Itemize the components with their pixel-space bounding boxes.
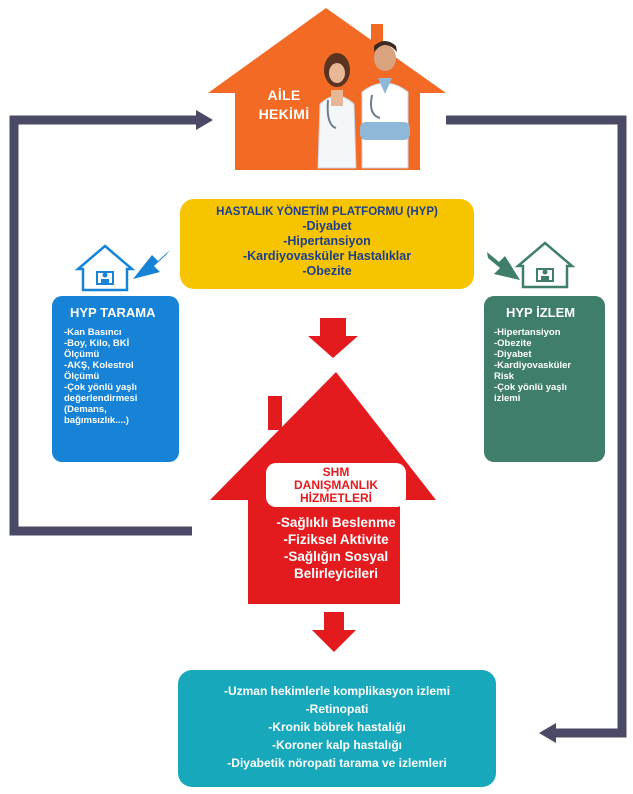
hyp-platform-item: -Obezite (302, 264, 352, 278)
hyp-platform-item: -Diyabet (302, 219, 352, 233)
home-user-icon (74, 244, 136, 292)
shm-label: SHM DANIŞMANLIK HİZMETLERİ (266, 463, 406, 507)
complications-item: -Retinopati (305, 702, 369, 716)
complications-item: -Uzman hekimlerle komplikasyon izlemi (223, 684, 451, 698)
blue-diagonal-arrow-icon (133, 250, 170, 279)
red-down-arrow-icon (312, 612, 356, 652)
shm-item: -Sağlığın Sosyal (283, 549, 389, 564)
complications-box: -Uzman hekimlerle komplikasyon izlemi -R… (178, 670, 496, 787)
shm-item: Belirleyicileri (293, 566, 379, 581)
hyp-tarama-item: -Kan Basıncı (64, 327, 122, 338)
hyp-tarama-item: bağımsızlık....) (64, 415, 129, 426)
doctors-illustration-icon (317, 41, 410, 169)
hyp-tarama-item: -Boy, Kilo, BKİ (64, 338, 130, 349)
hyp-izlem-item: Risk (494, 371, 515, 382)
hyp-izlem-item: -Kardiyovasküler (494, 360, 572, 371)
aile-hekimi-line: AİLE (267, 87, 301, 103)
complications-item: -Kronik böbrek hastalığı (268, 720, 406, 734)
hyp-izlem-item: izlemi (494, 393, 521, 404)
hyp-izlem-item: -Hipertansiyon (494, 327, 561, 338)
hyp-tarama-item: -AKŞ, Kolestrol (64, 360, 134, 371)
hyp-tarama-item: -Çok yönlü yaşlı (64, 382, 137, 393)
hyp-izlem-item: -Çok yönlü yaşlı (494, 382, 567, 393)
hyp-izlem-item: -Diyabet (494, 349, 532, 360)
hyp-izlem-box: HYP İZLEM -Hipertansiyon -Obezite -Diyab… (484, 296, 605, 462)
home-user-icon (514, 241, 576, 289)
shm-label-line: HİZMETLERİ (300, 491, 372, 505)
aile-hekimi-label: AİLE HEKİMİ (244, 86, 324, 124)
shm-item: -Sağlıklı Beslenme (276, 515, 396, 530)
hyp-platform-box: HASTALIK YÖNETİM PLATFORMU (HYP) -Diyabe… (180, 199, 474, 289)
hyp-tarama-item: (Demans, (64, 404, 107, 415)
aile-hekimi-line: HEKİMİ (258, 106, 310, 122)
complications-item: -Diyabetik nöropati tarama ve izlemleri (227, 756, 447, 770)
right-loop-arrow-icon (446, 115, 627, 743)
hyp-platform-item: -Kardiyovasküler Hastalıklar (242, 249, 412, 263)
hyp-tarama-title: HYP TARAMA (70, 305, 156, 320)
complications-item: -Koroner kalp hastalığı (271, 738, 403, 752)
hyp-tarama-item: Ölçümü (64, 349, 100, 360)
shm-item: -Fiziksel Aktivite (283, 532, 389, 547)
hyp-tarama-item: değerlendirmesi (64, 393, 138, 404)
shm-label-line: SHM (322, 465, 350, 479)
shm-label-line: DANIŞMANLIK (294, 478, 378, 492)
hyp-platform-title: HASTALIK YÖNETİM PLATFORMU (HYP) (216, 206, 438, 218)
red-down-arrow-icon (308, 318, 358, 358)
hyp-izlem-item: -Obezite (494, 338, 532, 349)
hyp-tarama-box: HYP TARAMA -Kan Basıncı -Boy, Kilo, BKİ … (52, 296, 179, 462)
hyp-tarama-item: Ölçümü (64, 371, 100, 382)
left-loop-arrow-icon (9, 110, 213, 536)
green-diagonal-arrow-icon (487, 252, 520, 280)
shm-items: -Sağlıklı Beslenme -Fiziksel Aktivite -S… (230, 514, 442, 582)
hyp-platform-item: -Hipertansiyon (283, 234, 371, 248)
hyp-izlem-title: HYP İZLEM (506, 305, 576, 320)
